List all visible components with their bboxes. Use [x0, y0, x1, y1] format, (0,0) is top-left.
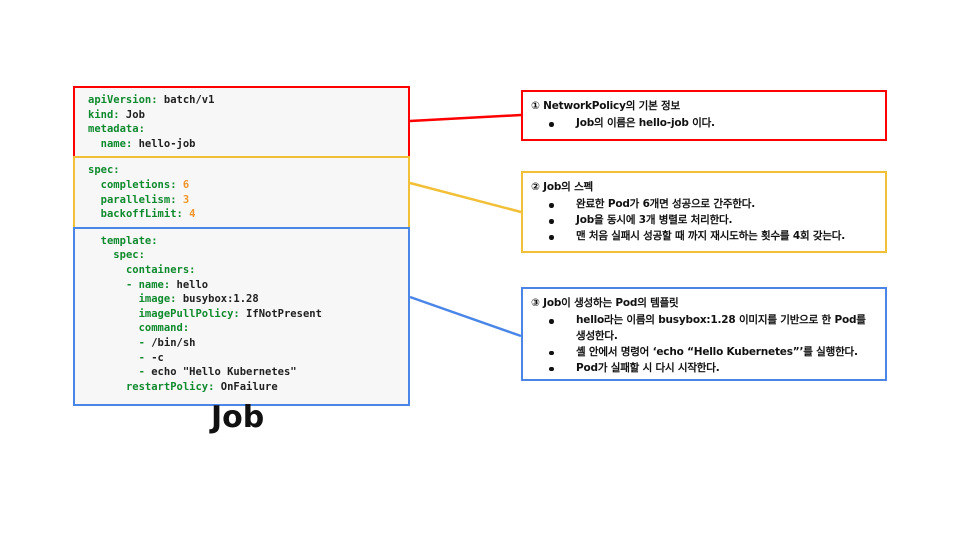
yaml-key: template: — [100, 234, 158, 247]
yaml-value: -c — [151, 351, 164, 364]
code-line: - echo "Hello Kubernetes" — [88, 365, 408, 380]
yaml-dash: - — [138, 366, 152, 379]
yaml-dash: - — [125, 278, 139, 291]
yaml-value: Job — [119, 108, 145, 121]
code-line: - name: hello — [88, 278, 408, 293]
yaml-code-panel: apiVersion: batch/v1 kind: Job metadata:… — [73, 86, 410, 407]
annotation-title: ② Job의 스펙 — [531, 181, 594, 193]
yaml-key: name: — [138, 278, 171, 291]
yaml-key: imagePullPolicy: — [138, 307, 240, 320]
connector-red — [409, 113, 522, 123]
yaml-key: kind: — [88, 108, 120, 121]
annotation-bullet-list: hello라는 이름의 busybox:1.28 이미지를 기반으로 한 Pod… — [523, 313, 885, 376]
code-line: completions: 6 — [88, 178, 408, 193]
code-line: containers: — [88, 263, 408, 278]
yaml-value: echo "Hello Kubernetes" — [151, 366, 297, 379]
code-line: metadata: — [88, 122, 408, 137]
code-line: - /bin/sh — [88, 336, 408, 351]
code-line: name: hello-job — [88, 137, 408, 152]
yaml-number: 3 — [176, 193, 190, 206]
yaml-number: 6 — [176, 178, 190, 191]
code-line: backoffLimit: 4 — [88, 207, 408, 222]
code-segment-template: template: spec: containers: - name: hell… — [73, 226, 410, 407]
yaml-value: batch/v1 — [157, 94, 215, 106]
code-segment-spec: spec: completions: 6 parallelism: 3 back… — [73, 156, 410, 229]
annotation-title: ③ Job이 생성하는 Pod의 템플릿 — [531, 297, 679, 309]
annotation-bullet: Job을 동시에 3개 병렬로 처리한다. — [549, 213, 875, 229]
yaml-value: busybox:1.28 — [176, 293, 259, 306]
yaml-key: image: — [138, 293, 177, 306]
yaml-key: backoffLimit: — [100, 208, 183, 221]
yaml-number: 4 — [182, 208, 196, 221]
annotation-bullet-list: Job의 이름은 hello-job 이다. — [523, 116, 885, 132]
annotation-box-template: ③ Job이 생성하는 Pod의 템플릿 hello라는 이름의 busybox… — [521, 287, 887, 381]
code-line: parallelism: 3 — [88, 193, 408, 208]
code-line: apiVersion: batch/v1 — [88, 93, 408, 108]
yaml-key: apiVersion: — [88, 94, 158, 106]
code-line: spec: — [88, 163, 408, 178]
yaml-dash: - — [138, 351, 152, 364]
annotation-box-metadata: ① NetworkPolicy의 기본 정보 Job의 이름은 hello-jo… — [521, 90, 887, 141]
annotation-title: ① NetworkPolicy의 기본 정보 — [531, 100, 680, 112]
yaml-value: OnFailure — [214, 380, 278, 393]
code-line: command: — [88, 321, 408, 336]
code-line: - -c — [88, 351, 408, 366]
code-segment-metadata: apiVersion: batch/v1 kind: Job metadata:… — [73, 86, 410, 159]
yaml-key: spec: — [113, 249, 145, 262]
connector-blue — [409, 295, 522, 338]
yaml-key: parallelism: — [100, 193, 177, 206]
code-line: imagePullPolicy: IfNotPresent — [88, 307, 408, 322]
yaml-value: /bin/sh — [151, 336, 196, 349]
yaml-key: completions: — [100, 178, 177, 191]
annotation-bullet: 완료한 Pod가 6개면 성공으로 간주한다. — [549, 197, 875, 213]
connector-yellow — [409, 181, 522, 214]
page-title: Job — [211, 400, 265, 435]
code-line: image: busybox:1.28 — [88, 292, 408, 307]
code-line: restartPolicy: OnFailure — [88, 380, 408, 395]
yaml-key: restartPolicy: — [125, 380, 215, 393]
annotation-bullet: Pod가 실패할 시 다시 시작한다. — [549, 361, 875, 377]
yaml-key: command: — [138, 322, 190, 335]
yaml-value: hello-job — [132, 137, 196, 150]
yaml-key: spec: — [88, 164, 120, 177]
yaml-dash: - — [138, 336, 152, 349]
code-line: template: — [88, 234, 408, 249]
annotation-box-spec: ② Job의 스펙 완료한 Pod가 6개면 성공으로 간주한다. Job을 동… — [521, 171, 887, 253]
annotation-bullet: Job의 이름은 hello-job 이다. — [549, 116, 875, 132]
code-line: kind: Job — [88, 108, 408, 123]
annotation-bullet: 맨 처음 실패시 성공할 때 까지 재시도하는 횟수를 4회 갖는다. — [549, 229, 875, 245]
yaml-key: name: — [100, 137, 133, 150]
annotation-bullet-list: 완료한 Pod가 6개면 성공으로 간주한다. Job을 동시에 3개 병렬로 … — [523, 197, 885, 245]
code-line: spec: — [88, 248, 408, 263]
yaml-key: containers: — [125, 263, 196, 276]
annotation-bullet: hello라는 이름의 busybox:1.28 이미지를 기반으로 한 Pod… — [549, 313, 875, 344]
yaml-value: hello — [170, 278, 209, 291]
yaml-key: metadata: — [88, 123, 145, 136]
yaml-value: IfNotPresent — [239, 307, 322, 320]
annotation-bullet: 셸 안에서 명령어 ‘echo “Hello Kubernetes”’를 실행한… — [549, 345, 875, 361]
